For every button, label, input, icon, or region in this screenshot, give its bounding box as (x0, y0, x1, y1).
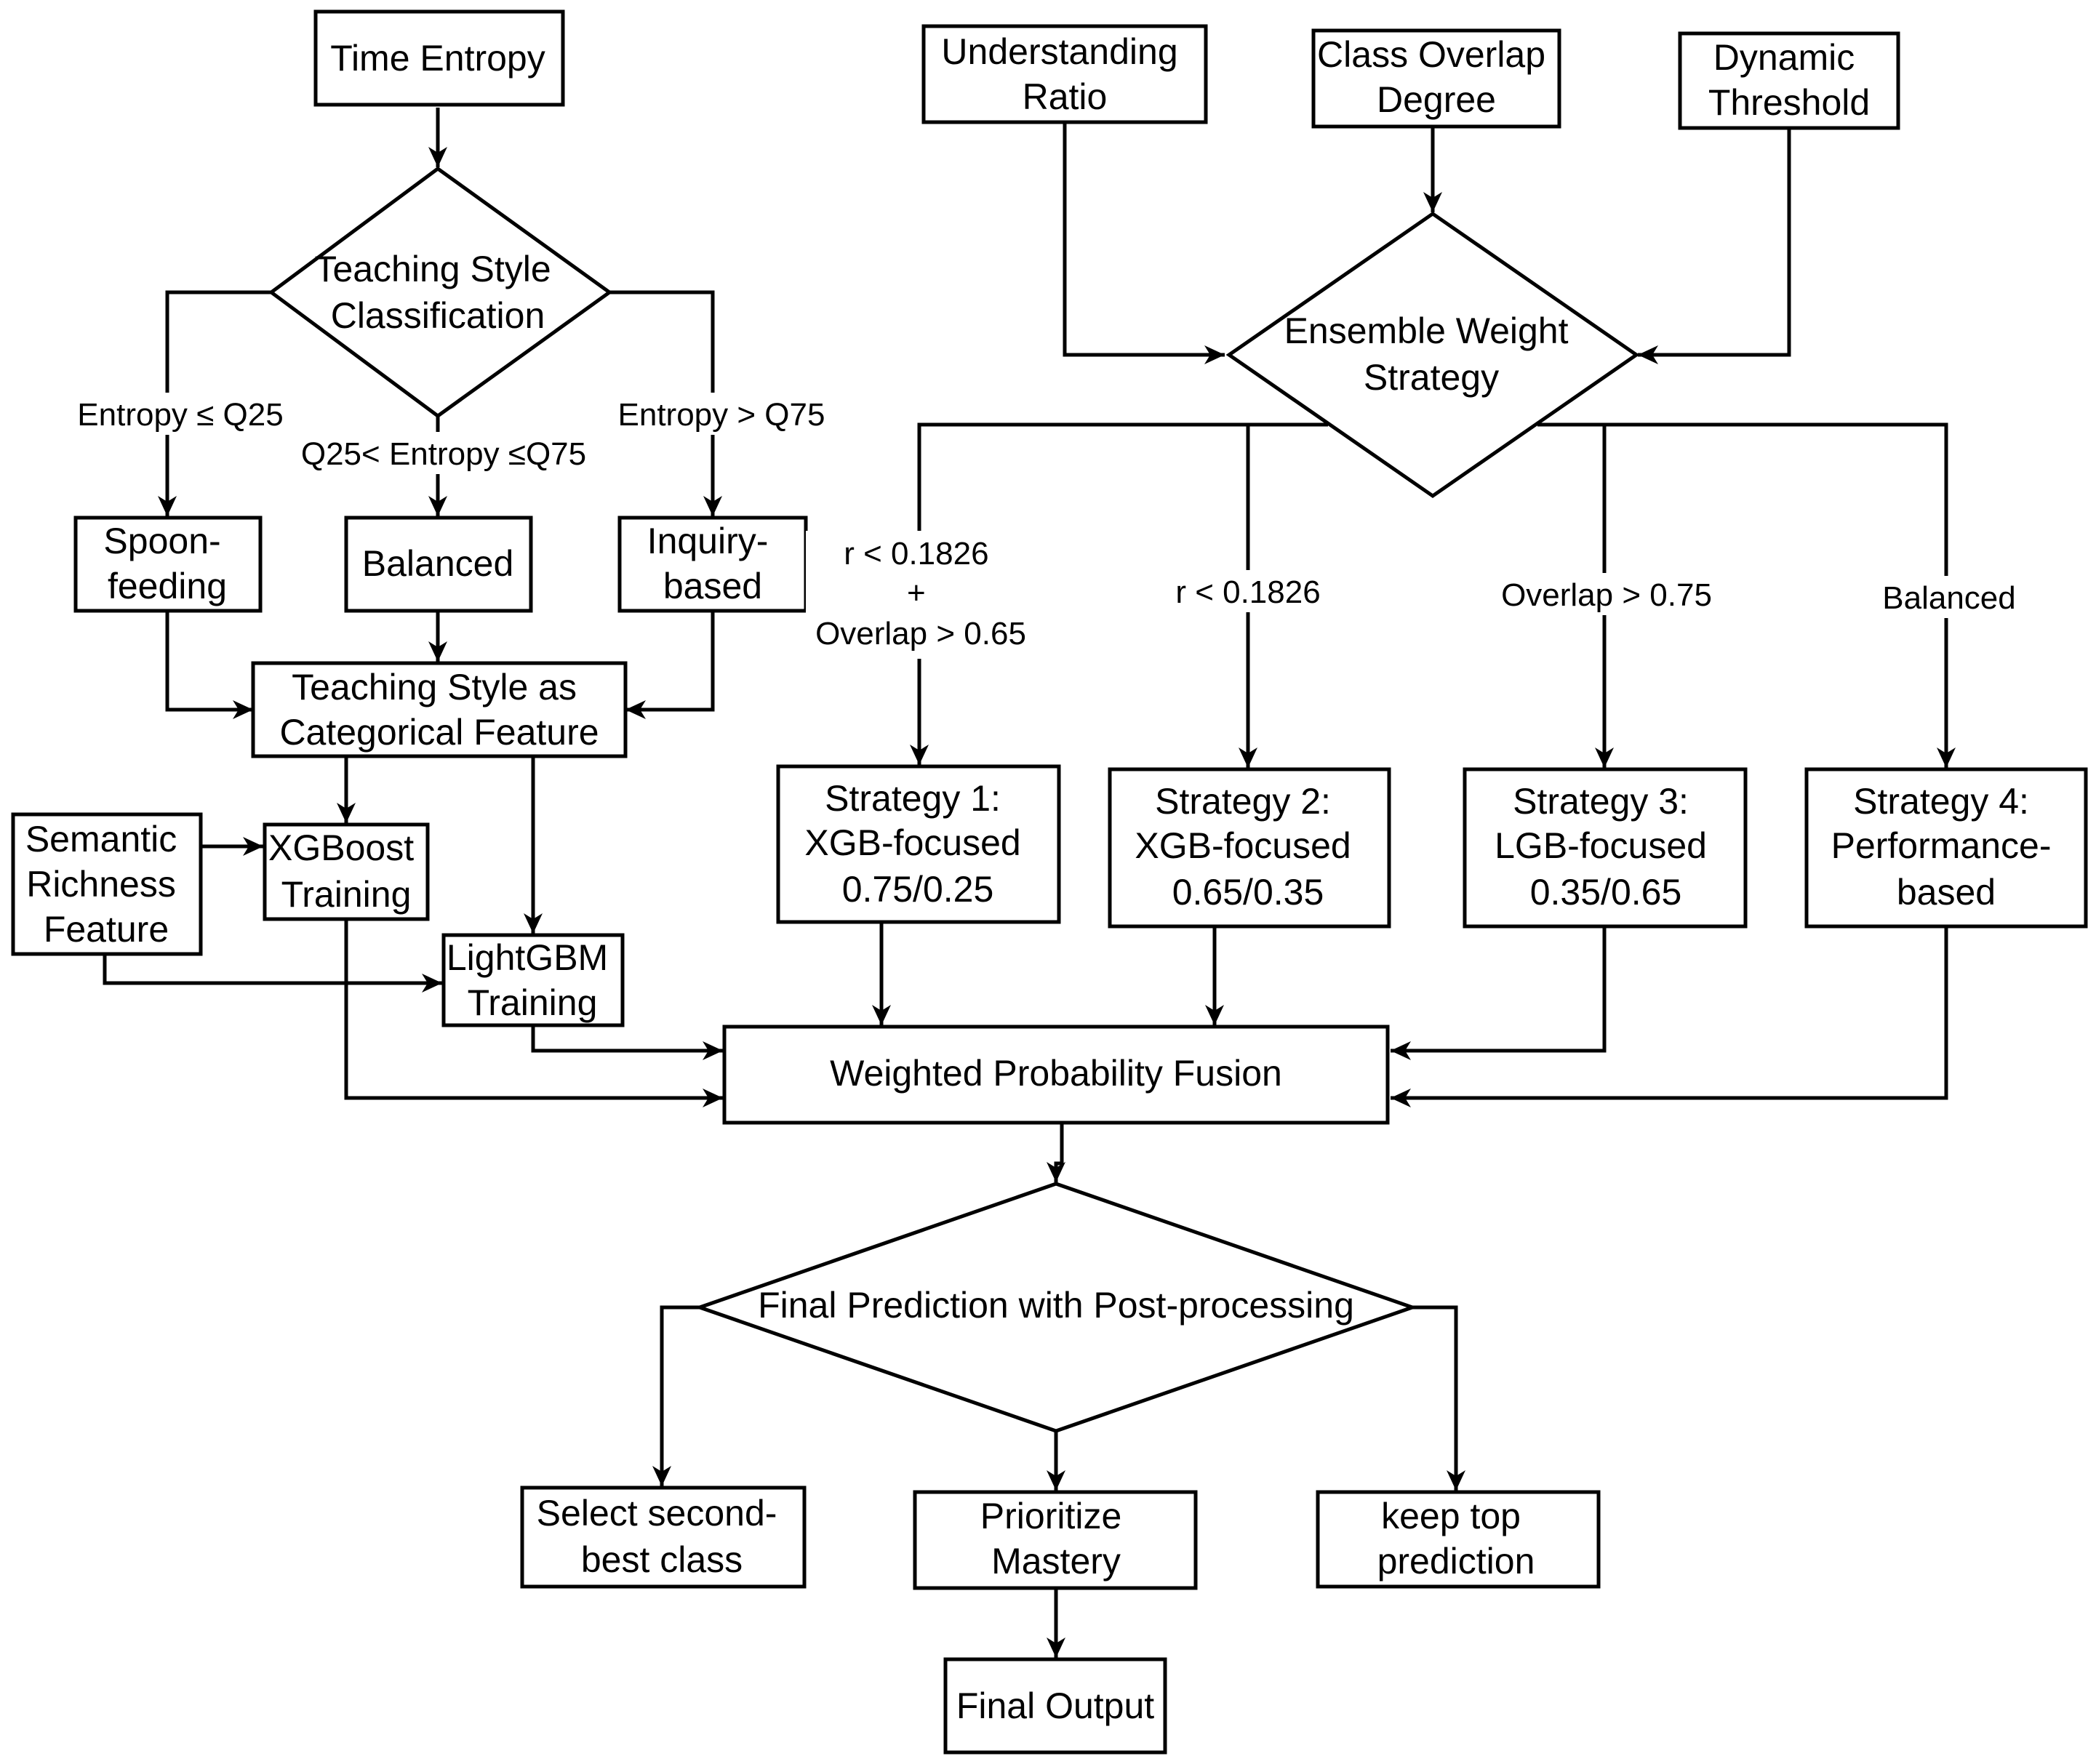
balanced-box (344, 516, 533, 613)
edge-spoon-feeding-to-feature (165, 611, 253, 719)
strategy-2-condition-label: r < 0.1826 (1175, 574, 1320, 610)
strategy-2-box (1108, 767, 1391, 929)
entropy-high-label: Entropy > Q75 (618, 397, 825, 433)
edge-labels: Entropy ≤ Q25 Q25< Entropy ≤Q75 Entropy … (67, 393, 2019, 659)
edge-strategy-4-to-fusion (1391, 926, 1948, 1107)
entropy-low-label-bg (67, 393, 294, 435)
dynamic-threshold-label: Dynamic Threshold (1708, 37, 1870, 123)
balanced-label: Balanced (362, 543, 514, 584)
edge-label-backgrounds (67, 393, 2019, 659)
edge-semantic-to-lightgbm (103, 954, 442, 993)
semantic-richness-label: Semantic Richness Feature (25, 819, 187, 950)
prioritize-mastery-box (913, 1490, 1198, 1590)
edge-lightgbm-to-fusion (531, 1025, 723, 1060)
keep-top-prediction-label: keep top prediction (1377, 1496, 1535, 1581)
strategy-3-condition-label: Overlap > 0.75 (1501, 577, 1712, 613)
time-entropy-label: Time Entropy (330, 38, 545, 79)
edge-strategy-3-to-fusion (1391, 926, 1607, 1060)
strategy-4-label: Strategy 4: Performance- based (1831, 781, 2062, 913)
final-prediction-diamond (694, 1182, 1418, 1433)
edge-dynamic-threshold-to-ensemble (1638, 128, 1791, 364)
lightgbm-training-label: LightGBM Training (447, 937, 618, 1023)
dynamic-threshold-box (1678, 31, 1900, 130)
spoon-feeding-label: Spoon- feeding (103, 521, 231, 606)
final-output-label: Final Output (956, 1685, 1154, 1726)
inquiry-based-label: Inquiry- based (647, 521, 779, 606)
ensemble-weight-strategy-label: Ensemble Weight Strategy (1284, 310, 1579, 398)
understanding-ratio-box (921, 24, 1208, 124)
final-output-box (943, 1657, 1167, 1755)
teaching-style-classification-diamond (268, 166, 613, 419)
strategy-4-box (1804, 767, 2088, 929)
select-second-best-box (520, 1486, 807, 1589)
strategy-1-condition-label: r < 0.1826 + Overlap > 0.65 (815, 536, 1026, 652)
strategy-1-label: Strategy 1: XGB-focused 0.75/0.25 (804, 778, 1031, 910)
strategy-2-condition-bg (1164, 570, 1332, 612)
teaching-style-classification-label: Teaching Style Classification (314, 249, 561, 336)
semantic-richness-box (11, 812, 203, 956)
teaching-style-feature-label: Teaching Style as Categorical Feature (279, 667, 599, 753)
spoon-feeding-box (73, 516, 263, 613)
entropy-mid-label: Q25< Entropy ≤Q75 (301, 436, 586, 472)
keep-top-prediction-box (1316, 1490, 1601, 1589)
edge-final-prediction-to-second-best (652, 1305, 700, 1486)
shapes (11, 9, 2088, 1755)
entropy-high-label-bg (612, 393, 831, 435)
strategy-4-condition-label: Balanced (1882, 580, 2015, 616)
strategy-3-condition-bg (1492, 573, 1721, 615)
edge-final-prediction-to-keep-top (1412, 1305, 1465, 1491)
class-overlap-degree-box (1311, 28, 1561, 129)
edge-fusion-to-final-prediction (1047, 1124, 1065, 1182)
entropy-mid-label-bg (289, 432, 598, 474)
final-prediction-label: Final Prediction with Post-processing (758, 1285, 1354, 1326)
understanding-ratio-label: Understanding Ratio (941, 31, 1188, 117)
lightgbm-training-box (441, 933, 625, 1027)
edge-classification-to-inquiry-based (609, 290, 722, 516)
class-overlap-degree-label: Class Overlap Degree (1317, 34, 1556, 120)
teaching-style-feature-box (251, 661, 628, 758)
weighted-probability-fusion-label: Weighted Probability Fusion (830, 1053, 1282, 1094)
select-second-best-label: Select second- best class (537, 1493, 788, 1580)
strategy-4-condition-bg (1879, 576, 2019, 618)
strategy-2-label: Strategy 2: XGB-focused 0.65/0.35 (1135, 781, 1361, 913)
prioritize-mastery-label: Prioritize Mastery (980, 1496, 1132, 1581)
edge-ensemble-to-strategy-4 (1604, 422, 1956, 768)
entropy-low-label: Entropy ≤ Q25 (77, 397, 283, 433)
edge-understanding-ratio-to-ensemble (1063, 122, 1225, 364)
xgboost-training-label: XGBoost Training (268, 827, 424, 915)
edge-classification-to-spoon-feeding (158, 290, 271, 516)
ensemble-weight-strategy-diamond (1225, 211, 1640, 499)
node-labels: Time Entropy Teaching Style Classificati… (25, 31, 2062, 1726)
edge-xgboost-to-fusion (344, 919, 723, 1107)
xgboost-training-box (263, 822, 430, 921)
strategy-3-box (1463, 767, 1748, 929)
weighted-probability-fusion-box (722, 1025, 1390, 1125)
strategy-3-label: Strategy 3: LGB-focused 0.35/0.65 (1495, 781, 1717, 913)
strategy-1-condition-bg (806, 531, 1036, 659)
strategy-1-box (776, 764, 1061, 924)
edge-inquiry-based-to-feature (625, 611, 715, 719)
time-entropy-box (313, 9, 565, 107)
